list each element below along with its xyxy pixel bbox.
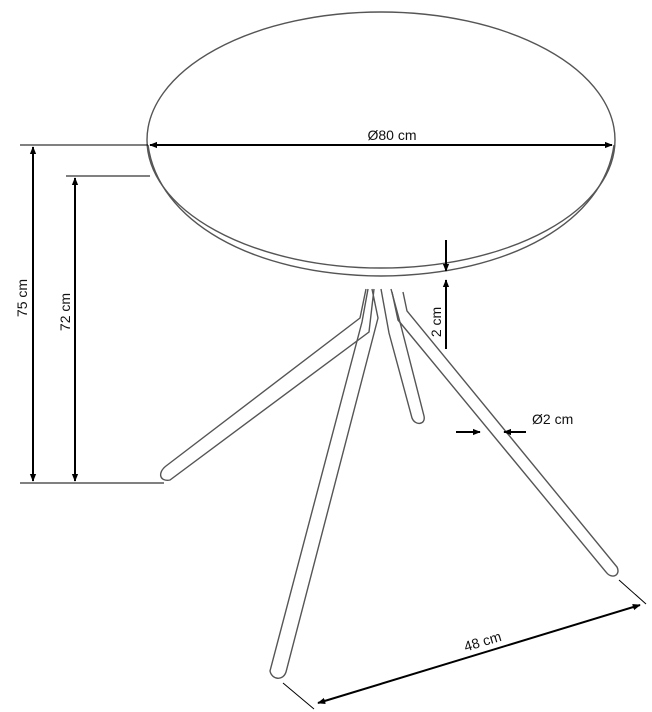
label-diameter: Ø80 cm	[367, 127, 416, 143]
leg-back-right	[380, 288, 425, 425]
label-leg-spread: 48 cm	[462, 628, 503, 654]
leg-front	[269, 288, 379, 679]
label-leg-height: 72 cm	[57, 293, 73, 331]
dimension-lines	[20, 141, 647, 710]
label-top-thickness: 2 cm	[428, 307, 444, 337]
dim-line-leg-spread	[317, 604, 641, 704]
leg-back-left	[159, 288, 375, 481]
label-leg-diameter: Ø2 cm	[532, 411, 573, 427]
table-top-edge	[147, 144, 615, 277]
leg-right	[391, 291, 619, 577]
table-outline	[146, 11, 619, 679]
table-top-surface	[146, 11, 616, 269]
label-total-height: 75 cm	[14, 279, 30, 317]
